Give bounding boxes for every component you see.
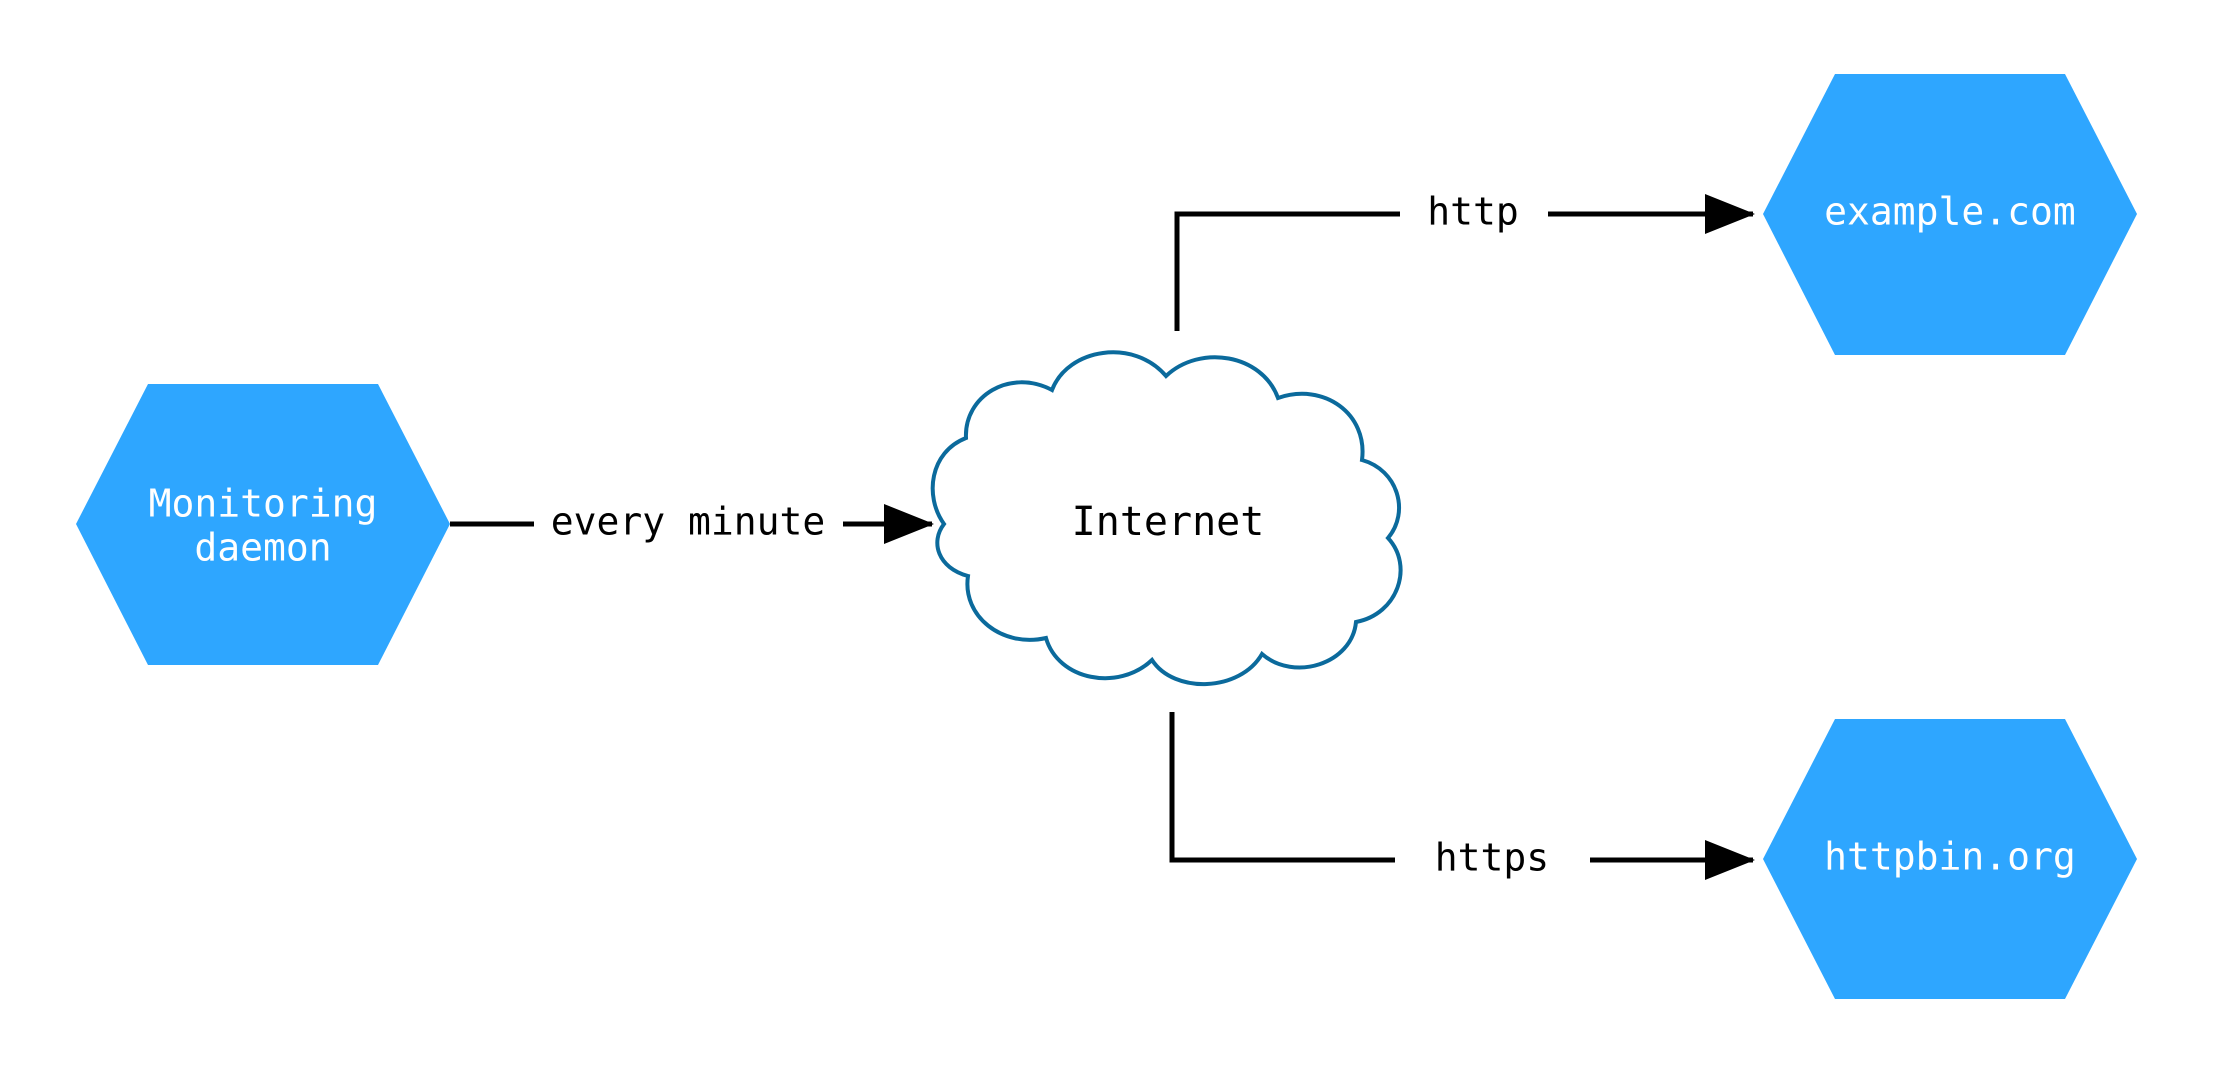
edge-internet-to-httpbin[interactable]: https bbox=[1169, 712, 1755, 880]
edge-label-https: https bbox=[1435, 836, 1549, 880]
hexagon-shape-monitoring-daemon bbox=[76, 384, 450, 665]
edge-line-http-vertical bbox=[1174, 211, 1400, 331]
edge-line-https-vertical bbox=[1169, 712, 1395, 863]
hexagon-shape-httpbin-org bbox=[1763, 719, 2137, 999]
node-internet[interactable]: Internet bbox=[930, 350, 1403, 687]
node-example-com[interactable]: example.com bbox=[1763, 74, 2137, 355]
node-label-monitoring-daemon-line1: Monitoring bbox=[149, 482, 378, 526]
cloud-shape-internet bbox=[930, 350, 1403, 687]
node-monitoring-daemon[interactable]: Monitoring daemon bbox=[76, 384, 450, 665]
node-label-monitoring-daemon-line2: daemon bbox=[194, 526, 331, 570]
edge-label-every-minute: every minute bbox=[551, 500, 826, 544]
node-httpbin-org[interactable]: httpbin.org bbox=[1763, 719, 2137, 999]
node-label-httpbin-org: httpbin.org bbox=[1824, 835, 2076, 879]
node-label-internet: Internet bbox=[1072, 499, 1265, 545]
edge-label-http: http bbox=[1427, 190, 1519, 234]
hexagon-shape-example-com bbox=[1763, 74, 2137, 355]
edge-daemon-to-internet[interactable]: every minute bbox=[450, 500, 934, 544]
node-label-example-com: example.com bbox=[1824, 190, 2076, 234]
edge-internet-to-example[interactable]: http bbox=[1174, 190, 1755, 332]
